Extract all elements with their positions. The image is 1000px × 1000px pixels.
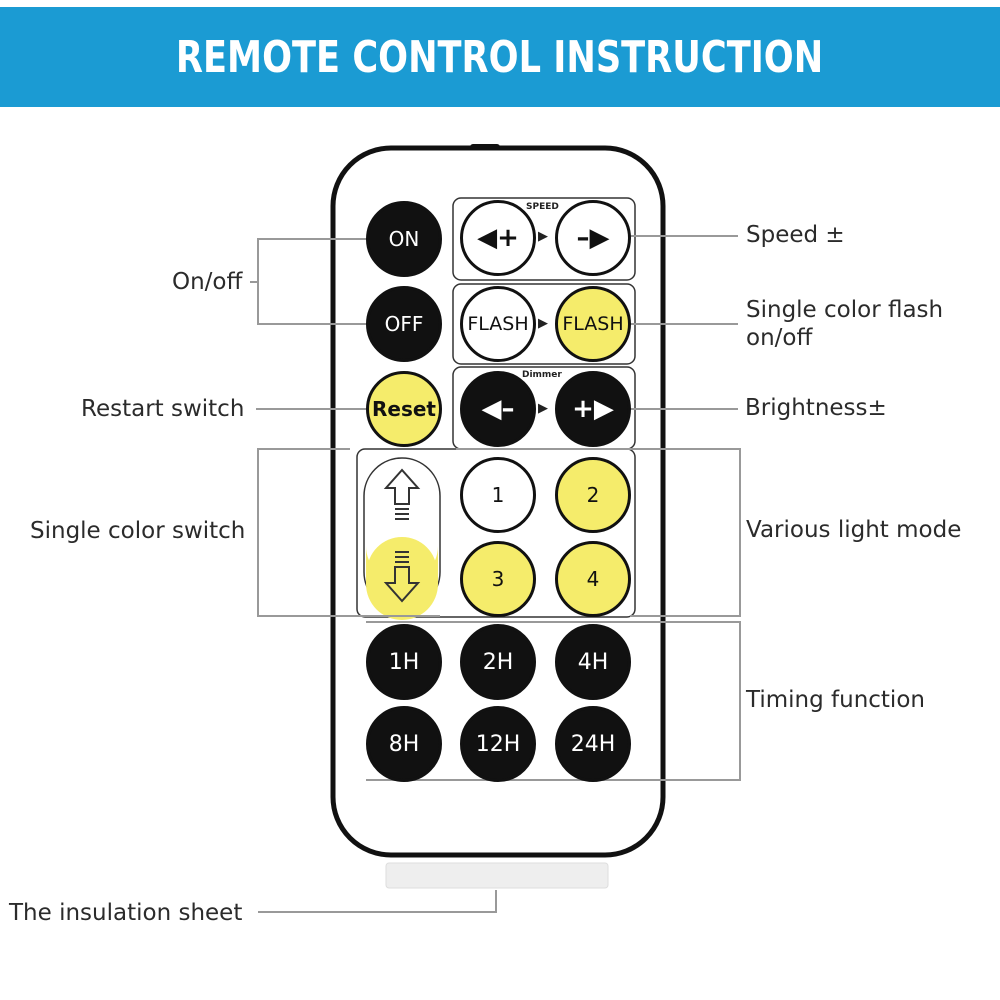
label-on-off: On/off <box>172 269 243 295</box>
page-title: REMOTE CONTROL INSTRUCTION <box>176 31 824 83</box>
timer-1h-button[interactable]: 1H <box>366 624 442 700</box>
flash-arrow-icon: ▶ <box>538 316 548 331</box>
off-button[interactable]: OFF <box>366 286 442 362</box>
title-banner: REMOTE CONTROL INSTRUCTION <box>0 7 1000 107</box>
down-arrow-icon <box>383 551 421 603</box>
label-restart-switch: Restart switch <box>81 396 245 422</box>
speed-arrow-icon: ▶ <box>538 229 548 244</box>
flash-white-button[interactable]: FLASH <box>460 286 536 362</box>
dimmer-arrow-icon: ▶ <box>538 401 548 416</box>
label-brightness: Brightness± <box>745 395 887 421</box>
speed-minus-button[interactable]: –▶ <box>555 200 631 276</box>
mode-1-button[interactable]: 1 <box>460 457 536 533</box>
label-flash-line2: on/off <box>746 325 813 351</box>
label-flash-line1: Single color flash <box>746 297 944 323</box>
label-single-color-switch: Single color switch <box>30 518 246 544</box>
reset-button[interactable]: Reset <box>366 371 442 447</box>
timer-12h-button[interactable]: 12H <box>460 706 536 782</box>
timer-24h-button[interactable]: 24H <box>555 706 631 782</box>
label-light-mode: Various light mode <box>746 517 962 543</box>
dimmer-caption: Dimmer <box>522 370 562 380</box>
on-button[interactable]: ON <box>366 201 442 277</box>
up-arrow-icon <box>383 468 421 520</box>
speed-plus-button[interactable]: ◀+ <box>460 200 536 276</box>
mode-3-button[interactable]: 3 <box>460 541 536 617</box>
color-down-button[interactable] <box>366 540 438 612</box>
timer-8h-button[interactable]: 8H <box>366 706 442 782</box>
remote-top-notch <box>470 144 500 150</box>
label-timing-function: Timing function <box>746 687 925 713</box>
insulation-sheet <box>385 862 609 889</box>
label-insulation-sheet: The insulation sheet <box>9 900 243 926</box>
flash-yellow-button[interactable]: FLASH <box>555 286 631 362</box>
dimmer-minus-button[interactable]: ◀– <box>460 371 536 447</box>
label-speed: Speed ± <box>746 222 845 248</box>
speed-frame <box>452 197 636 281</box>
mode-2-button[interactable]: 2 <box>555 457 631 533</box>
dimmer-plus-button[interactable]: +▶ <box>555 371 631 447</box>
timer-4h-button[interactable]: 4H <box>555 624 631 700</box>
speed-caption: SPEED <box>526 202 559 212</box>
timer-2h-button[interactable]: 2H <box>460 624 536 700</box>
color-up-button[interactable] <box>366 462 438 534</box>
mode-4-button[interactable]: 4 <box>555 541 631 617</box>
